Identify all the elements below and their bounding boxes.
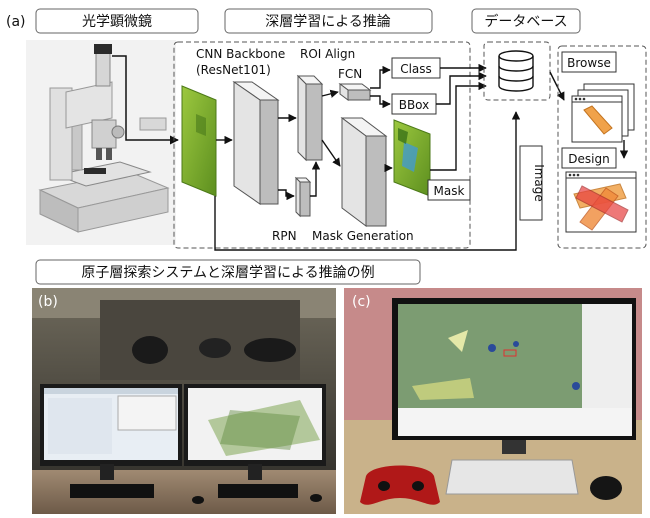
mask-box: Mask bbox=[427, 179, 471, 201]
class-box: Class bbox=[391, 57, 441, 79]
resnet-label: (ResNet101) bbox=[196, 63, 271, 77]
output-mask-image bbox=[393, 119, 431, 197]
microscope-title: 光学顕微鏡 bbox=[82, 14, 152, 30]
fcn-block bbox=[338, 83, 372, 101]
panel-c-label: (c) bbox=[352, 294, 371, 310]
design-label: Design bbox=[568, 152, 609, 166]
mask-label: Mask bbox=[434, 184, 465, 198]
design-window bbox=[565, 171, 637, 233]
database-title: データベース bbox=[484, 13, 567, 30]
panel-a-label: (a) bbox=[6, 14, 26, 30]
dl-title-box: 深層学習による推論 bbox=[224, 8, 433, 34]
bbox-label: BBox bbox=[399, 98, 430, 112]
database-icon bbox=[498, 50, 534, 92]
rpn-block bbox=[294, 176, 312, 218]
bbox-box: BBox bbox=[391, 93, 437, 115]
rpn-label: RPN bbox=[272, 229, 297, 243]
database-title-box: データベース bbox=[471, 8, 581, 34]
browse-windows bbox=[571, 83, 635, 143]
microscope-title-box: 光学顕微鏡 bbox=[35, 8, 199, 34]
browse-box: Browse bbox=[561, 51, 617, 73]
image-label-box: Image bbox=[519, 145, 546, 221]
mask-generation-block bbox=[340, 117, 388, 227]
network-arrows bbox=[214, 63, 521, 251]
fcn-label: FCN bbox=[338, 67, 362, 81]
roi-align-label: ROI Align bbox=[300, 47, 355, 61]
photo-b bbox=[32, 288, 336, 514]
class-label: Class bbox=[400, 62, 432, 76]
mask-generation-label: Mask Generation bbox=[312, 229, 414, 243]
example-title: 原子層探索システムと深層学習による推論の例 bbox=[81, 264, 374, 281]
browse-label: Browse bbox=[567, 56, 611, 70]
camera-to-input-arrow bbox=[112, 55, 179, 145]
example-title-box: 原子層探索システムと深層学習による推論の例 bbox=[35, 259, 421, 285]
microscope-illustration bbox=[26, 40, 176, 245]
dl-title: 深層学習による推論 bbox=[265, 14, 391, 30]
image-label: Image bbox=[532, 164, 546, 202]
cnn-backbone-block bbox=[232, 81, 280, 205]
input-image bbox=[181, 85, 217, 197]
browse-design-dashed-box bbox=[557, 45, 647, 249]
design-box: Design bbox=[561, 147, 617, 169]
roi-align-block bbox=[296, 74, 324, 162]
photo-c bbox=[344, 288, 642, 514]
cnn-backbone-label: CNN Backbone bbox=[196, 47, 285, 61]
dl-dashed-box bbox=[173, 41, 471, 249]
db-to-browse-arrow bbox=[549, 71, 565, 101]
database-dashed-box bbox=[483, 41, 551, 101]
panel-b-label: (b) bbox=[38, 294, 58, 310]
